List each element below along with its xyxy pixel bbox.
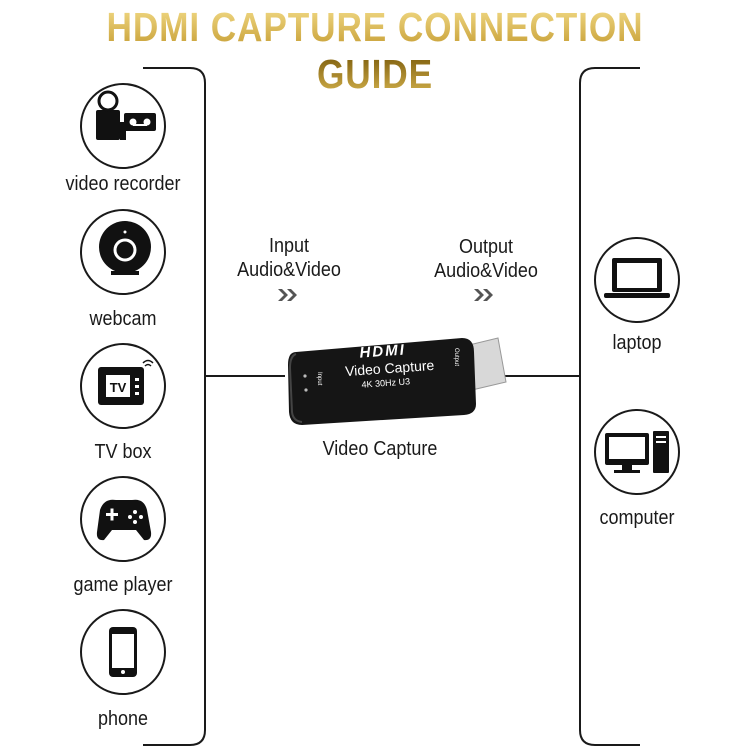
- output-label-line1: Output: [458, 236, 514, 258]
- video-recorder-circle: [80, 83, 166, 169]
- phone-icon: [109, 627, 137, 677]
- device-spec: 4K 30Hz U3: [361, 376, 410, 389]
- right-bracket-line: [500, 67, 640, 746]
- output-label-line2: Audio&Video: [434, 260, 538, 282]
- label-game-player: game player: [73, 574, 173, 596]
- page-title: HDMI CAPTURE CONNECTION GUIDE: [53, 4, 698, 98]
- tv-box-circle: [80, 343, 166, 429]
- laptop-icon: [604, 258, 670, 298]
- input-label-line1: Input: [268, 235, 310, 257]
- label-laptop: laptop: [612, 332, 662, 354]
- tv-box-icon: TV: [98, 359, 154, 405]
- left-bracket-line: [143, 67, 285, 746]
- device-caption: Video Capture: [322, 438, 438, 460]
- video-capture-device: HDMI Video Capture 4K 30Hz U3 Input Outp…: [288, 337, 507, 425]
- label-video-recorder: video recorder: [65, 173, 181, 195]
- label-webcam: webcam: [89, 308, 157, 330]
- tv-badge: TV: [110, 380, 127, 395]
- video-recorder-icon: [96, 90, 156, 140]
- gamepad-icon: [96, 499, 152, 541]
- label-tv-box: TV box: [94, 441, 152, 463]
- phone-circle: [80, 609, 166, 695]
- input-label-line2: Audio&Video: [237, 259, 341, 281]
- laptop-circle: [594, 237, 680, 323]
- webcam-circle: [80, 209, 166, 295]
- port-output-label: Output: [453, 348, 459, 366]
- device-logo: HDMI: [359, 341, 406, 361]
- game-player-circle: [80, 476, 166, 562]
- desktop-computer-icon: [605, 431, 669, 473]
- label-phone: phone: [97, 708, 149, 730]
- output-arrow-icon: [474, 289, 493, 301]
- computer-circle: [594, 409, 680, 495]
- device-name: Video Capture: [345, 357, 435, 379]
- label-computer: computer: [599, 507, 675, 529]
- input-arrow-icon: [278, 289, 297, 301]
- webcam-icon: [99, 221, 151, 275]
- port-input-label: Input: [316, 372, 322, 386]
